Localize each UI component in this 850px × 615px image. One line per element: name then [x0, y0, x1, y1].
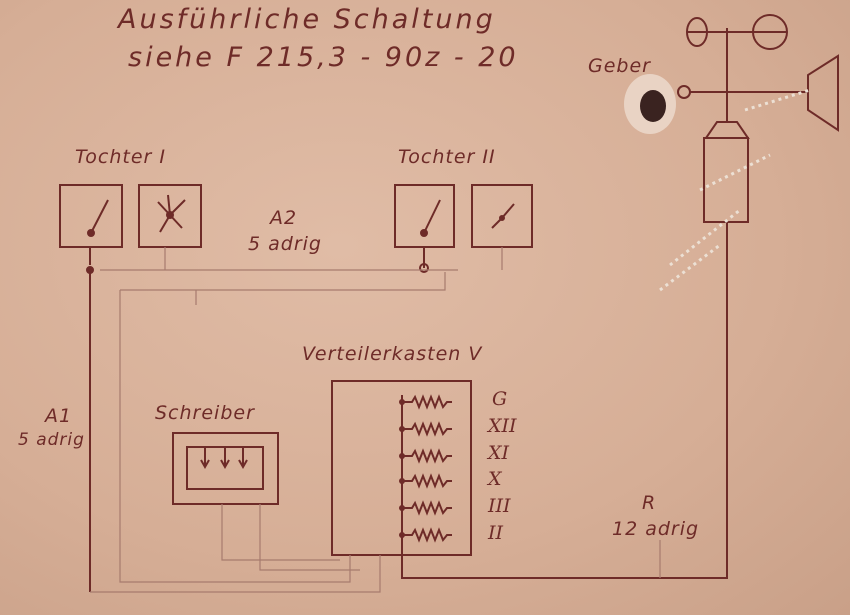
terminal-label-xi: XI	[488, 442, 510, 464]
scratch-marks	[659, 88, 811, 292]
terminal-label-g: G	[492, 388, 508, 410]
label-a1-wires: 5 adrig	[18, 430, 85, 450]
schreiber-box-outer	[172, 432, 279, 505]
tochter2-dial-left	[394, 184, 455, 248]
terminal-label-x: X	[488, 468, 502, 490]
terminal-label-ii: II	[488, 522, 504, 544]
geber-anemometer	[677, 14, 839, 223]
label-schreiber: Schreiber	[155, 402, 255, 424]
header-line-1: Ausführliche Schaltung	[118, 4, 496, 35]
label-a1: A1	[45, 405, 73, 427]
terminal-resistors	[402, 394, 452, 543]
tochter1-dial-right	[138, 184, 202, 248]
tochter1-dial-left	[59, 184, 123, 248]
label-r: R	[642, 492, 657, 514]
label-tochter2: Tochter II	[398, 146, 496, 168]
rivet-hole	[624, 74, 676, 134]
cable-r	[401, 222, 728, 579]
terminal-label-xii: XII	[488, 415, 517, 437]
label-verteilerkasten: Verteilerkasten V	[302, 343, 483, 365]
label-geber: Geber	[588, 55, 651, 77]
label-tochter1: Tochter I	[75, 146, 166, 168]
label-a2: A2	[270, 207, 298, 229]
faint-wiring	[90, 247, 661, 593]
header-line-2: siehe F 215,3 - 90z - 20	[128, 42, 519, 73]
label-a2-wires: 5 adrig	[248, 233, 322, 255]
terminal-label-iii: III	[488, 495, 511, 517]
label-r-wires: 12 adrig	[612, 518, 700, 540]
